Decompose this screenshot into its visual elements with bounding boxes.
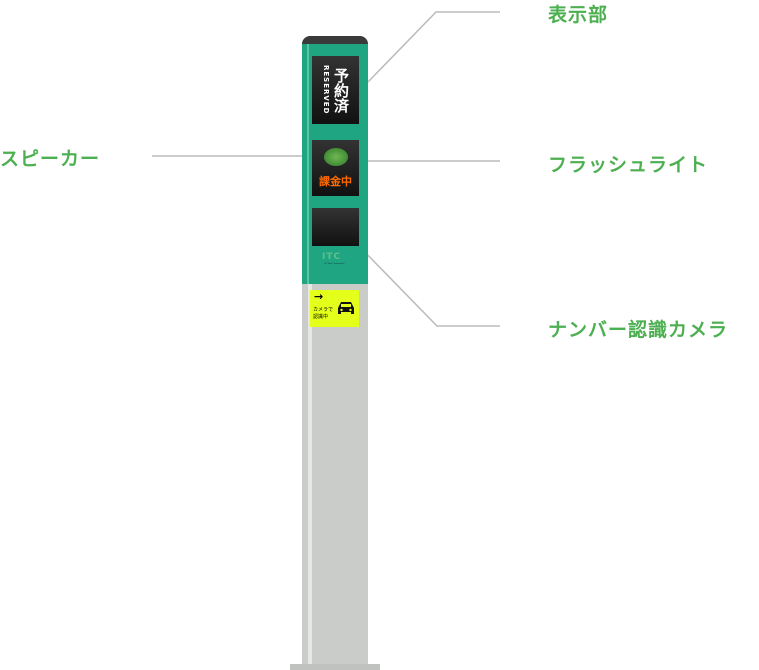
pole-base bbox=[290, 664, 380, 670]
arrow-icon: → bbox=[314, 290, 324, 303]
display-en: RESERVED bbox=[322, 65, 330, 115]
sticker-text: カメラで認識中 bbox=[313, 307, 333, 321]
label-speaker: スピーカー bbox=[0, 148, 101, 170]
display-jp: 予約済 bbox=[332, 67, 350, 113]
sticker-line2: 認識中 bbox=[313, 314, 329, 320]
body-highlight bbox=[307, 44, 309, 284]
itc-logo-sub: ITC Park Corporation bbox=[324, 263, 345, 265]
flash-light-icon bbox=[324, 148, 348, 166]
itc-logo: ITC bbox=[322, 252, 342, 262]
label-camera: ナンバー認識カメラ bbox=[548, 319, 729, 341]
pole-highlight bbox=[308, 284, 312, 666]
display-panel: RESERVED 予約済 bbox=[312, 56, 359, 124]
camera-sticker: → カメラで認識中 bbox=[310, 290, 359, 327]
car-icon bbox=[338, 302, 354, 314]
flash-panel: 課金中 bbox=[312, 140, 359, 196]
charge-text: 課金中 bbox=[319, 175, 352, 188]
sticker-line1: カメラで bbox=[313, 307, 334, 313]
pole-gray-body bbox=[302, 284, 368, 666]
camera-panel bbox=[312, 208, 359, 246]
label-flash-light: フラッシュライト bbox=[548, 154, 709, 176]
label-display: 表示部 bbox=[548, 4, 609, 26]
